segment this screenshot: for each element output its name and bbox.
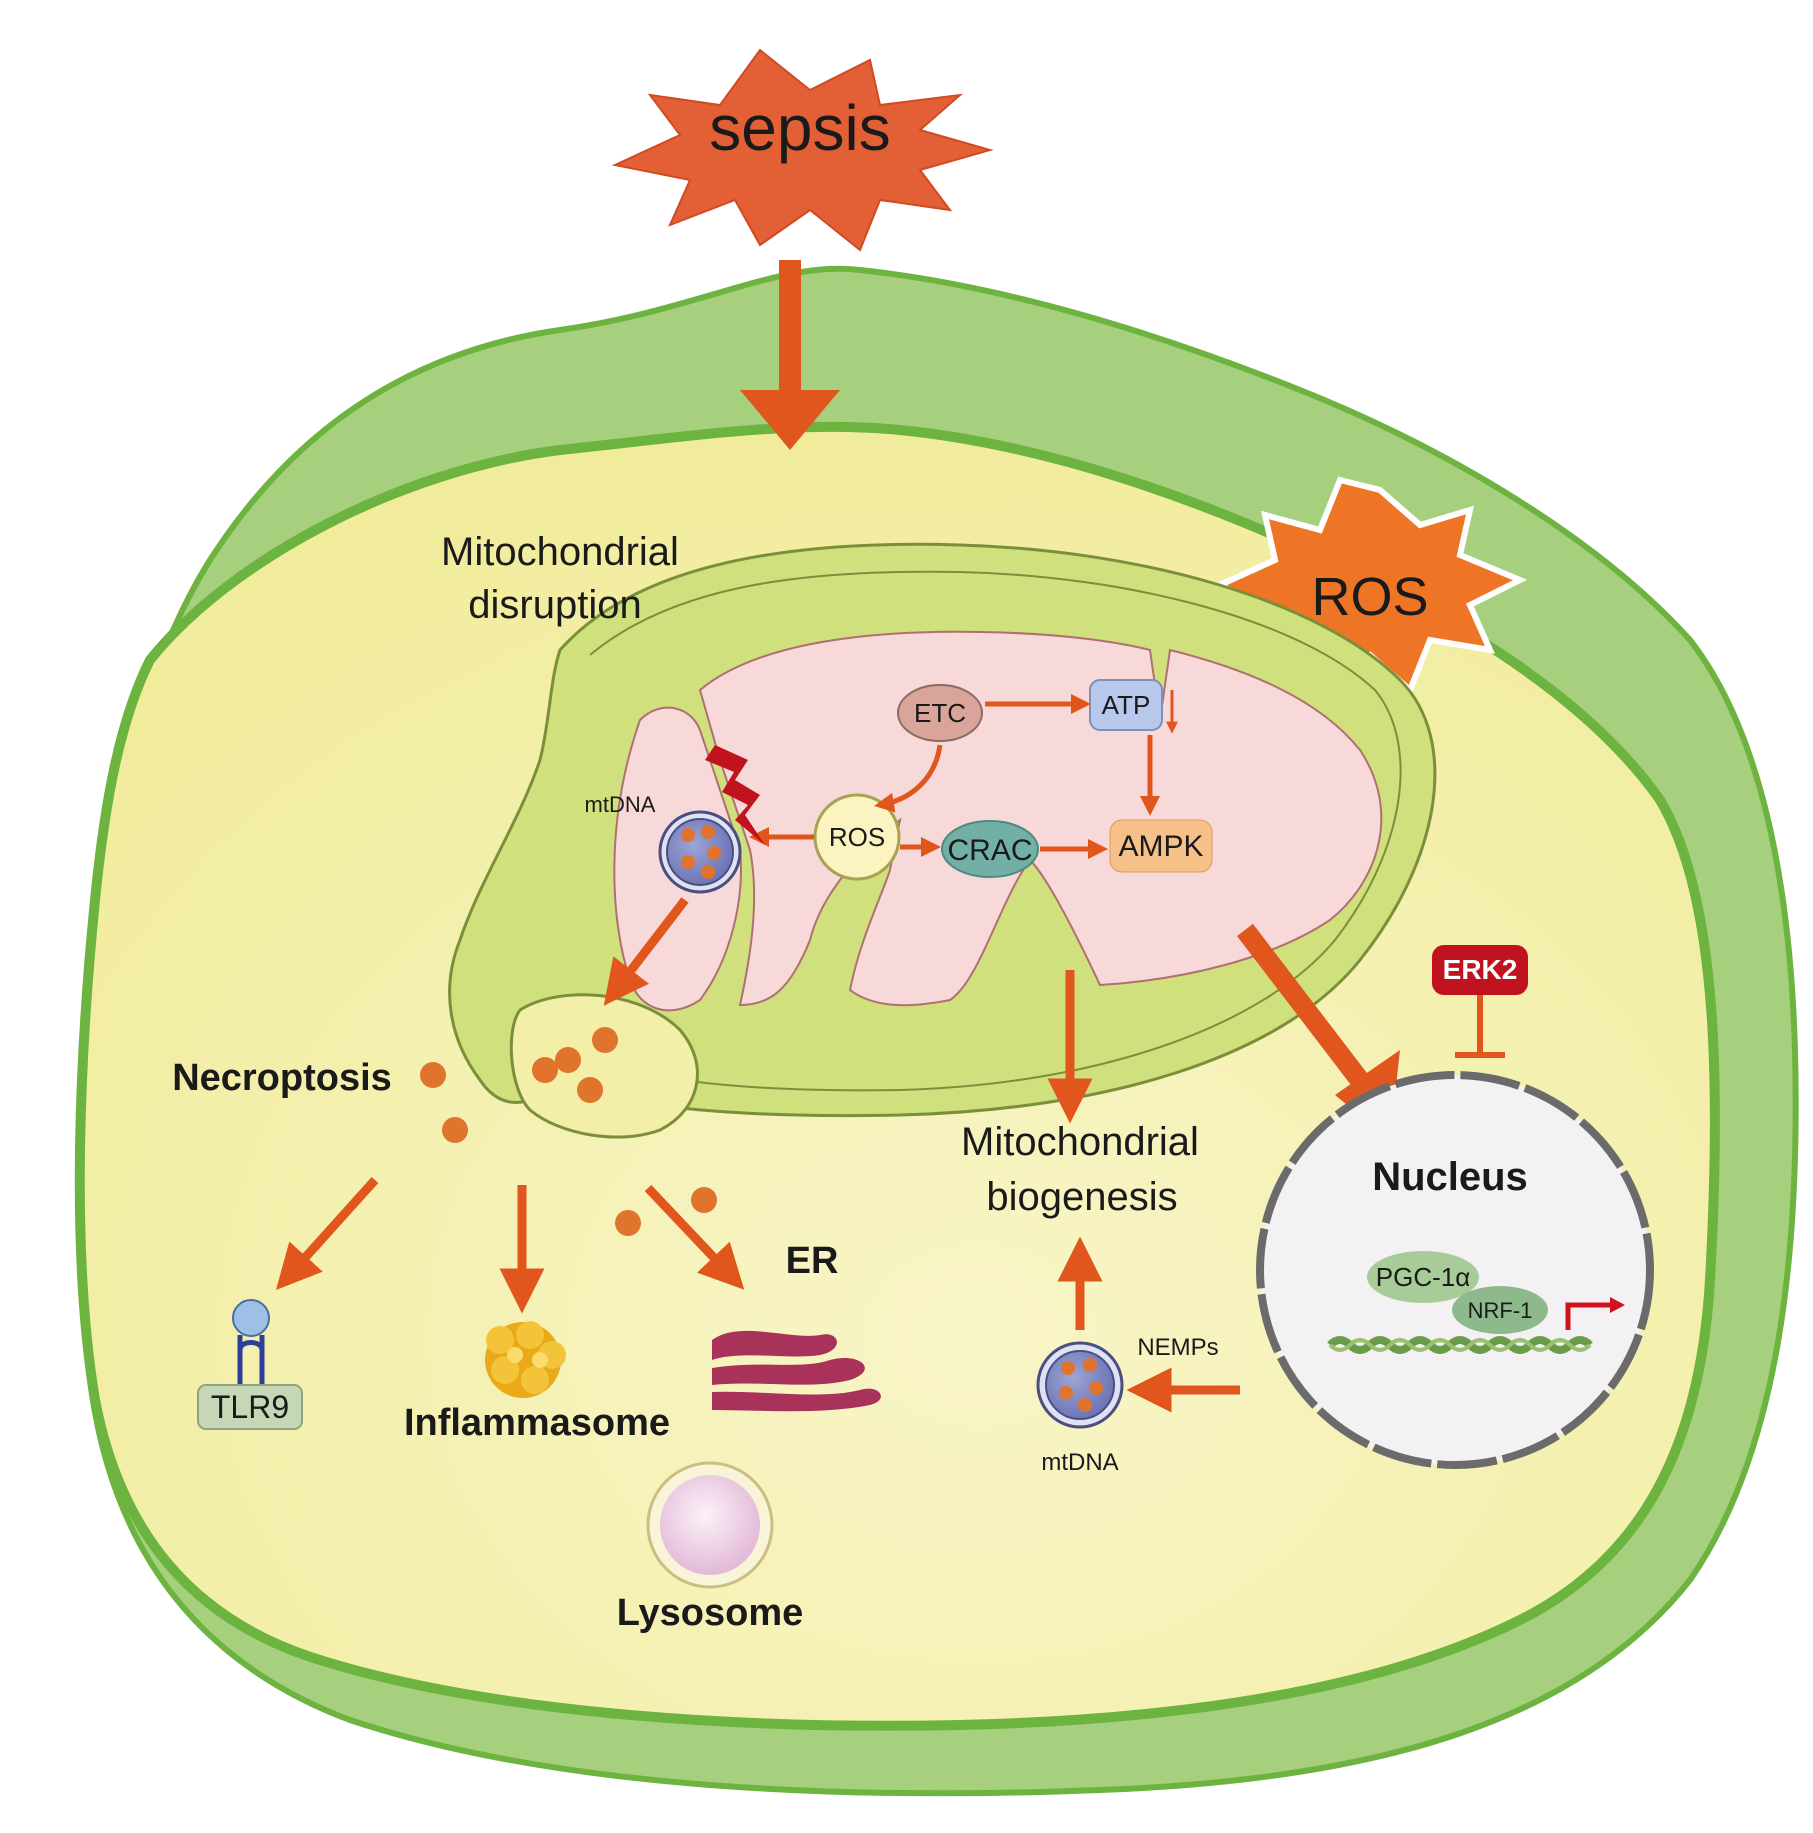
erk2-label: ERK2	[1443, 954, 1518, 985]
atp-label: ATP	[1102, 690, 1151, 720]
nrf1-label: NRF-1	[1468, 1298, 1533, 1323]
inflammasome-label: Inflammasome	[404, 1402, 670, 1444]
ampk-node	[1109, 819, 1213, 873]
ros-inner-label: ROS	[829, 822, 885, 852]
mtdna-particle	[691, 1187, 717, 1213]
arrow-etc-ros	[874, 744, 943, 813]
arrow-to-tlr9	[275, 1176, 379, 1291]
arrow-to-nucleus	[1237, 923, 1383, 1107]
erk2-node	[1432, 945, 1528, 995]
mito-biogenesis-label-1: Mitochondrial	[961, 1120, 1199, 1164]
necroptosis-label: Necroptosis	[172, 1057, 392, 1099]
mtdna-particle	[555, 1047, 581, 1073]
inflammasome-icon	[485, 1321, 566, 1398]
mtdna-particle	[615, 1210, 641, 1236]
etc-label: ETC	[914, 698, 966, 728]
sepsis-burst-icon	[611, 48, 994, 252]
nemps-label: NEMPs	[1137, 1334, 1218, 1361]
mtdna-dot	[681, 828, 695, 842]
tlr9-label: TLR9	[211, 1389, 289, 1425]
crac-label: CRAC	[947, 834, 1032, 867]
mito-disruption-label-1: Mitochondrial	[441, 530, 679, 574]
lightning-bolt-icon	[705, 745, 765, 845]
ros-burst-label: ROS	[1311, 567, 1428, 627]
lysosome-core	[660, 1475, 760, 1575]
er-label: ER	[786, 1240, 839, 1282]
transcription-arrowhead	[1610, 1297, 1625, 1313]
mtdna-dot	[1059, 1386, 1073, 1400]
mtdna-dot	[1078, 1398, 1092, 1412]
mtdna-dot	[1083, 1358, 1097, 1372]
crac-node	[941, 820, 1039, 878]
mtdna-dot	[701, 865, 715, 879]
nrf1-node	[1452, 1286, 1548, 1334]
mtdna-particle	[577, 1077, 603, 1103]
dna-helix-strand	[1328, 1338, 1592, 1352]
mtdna-top-label: mtDNA	[585, 792, 656, 817]
mtdna-core	[666, 818, 734, 886]
transcription-arrow-icon	[1565, 1302, 1610, 1330]
dna-helix-icon	[1327, 1336, 1593, 1354]
mtdna-dot	[1061, 1361, 1075, 1375]
mtdna-dot	[707, 846, 721, 860]
mito-biogenesis-label-2: biogenesis	[986, 1175, 1177, 1219]
mito-disruption-label-2: disruption	[468, 583, 641, 627]
pgc1a-label: PGC-1α	[1376, 1262, 1471, 1292]
arrow-to-er	[644, 1184, 745, 1290]
ros-inner-node	[813, 793, 901, 881]
etc-node	[897, 684, 983, 742]
mtdna-dot	[701, 825, 715, 839]
receptor-icon	[197, 1299, 303, 1430]
mtdna-particle	[420, 1062, 446, 1088]
mtdna-dot	[681, 855, 695, 869]
mitochondrion-inner-line	[589, 570, 1402, 1092]
mtdna-bottom-label: mtDNA	[1041, 1449, 1118, 1476]
sepsis-arrowhead	[740, 390, 840, 450]
endoplasmic-reticulum-icon	[712, 1330, 881, 1412]
mtdna-particle	[592, 1027, 618, 1053]
mtdna-particle	[532, 1057, 558, 1083]
matrix-main	[698, 630, 1383, 1007]
mtdna-particle	[442, 1117, 468, 1143]
pgc1a-node	[1367, 1251, 1479, 1303]
nucleus-label: Nucleus	[1372, 1155, 1528, 1199]
ampk-label: AMPK	[1118, 830, 1203, 863]
lysosome-label: Lysosome	[617, 1592, 804, 1634]
arrow-mtdna-vesicle	[603, 897, 689, 1006]
mtdna-dot	[1089, 1381, 1103, 1395]
sepsis-label: sepsis	[709, 92, 890, 164]
